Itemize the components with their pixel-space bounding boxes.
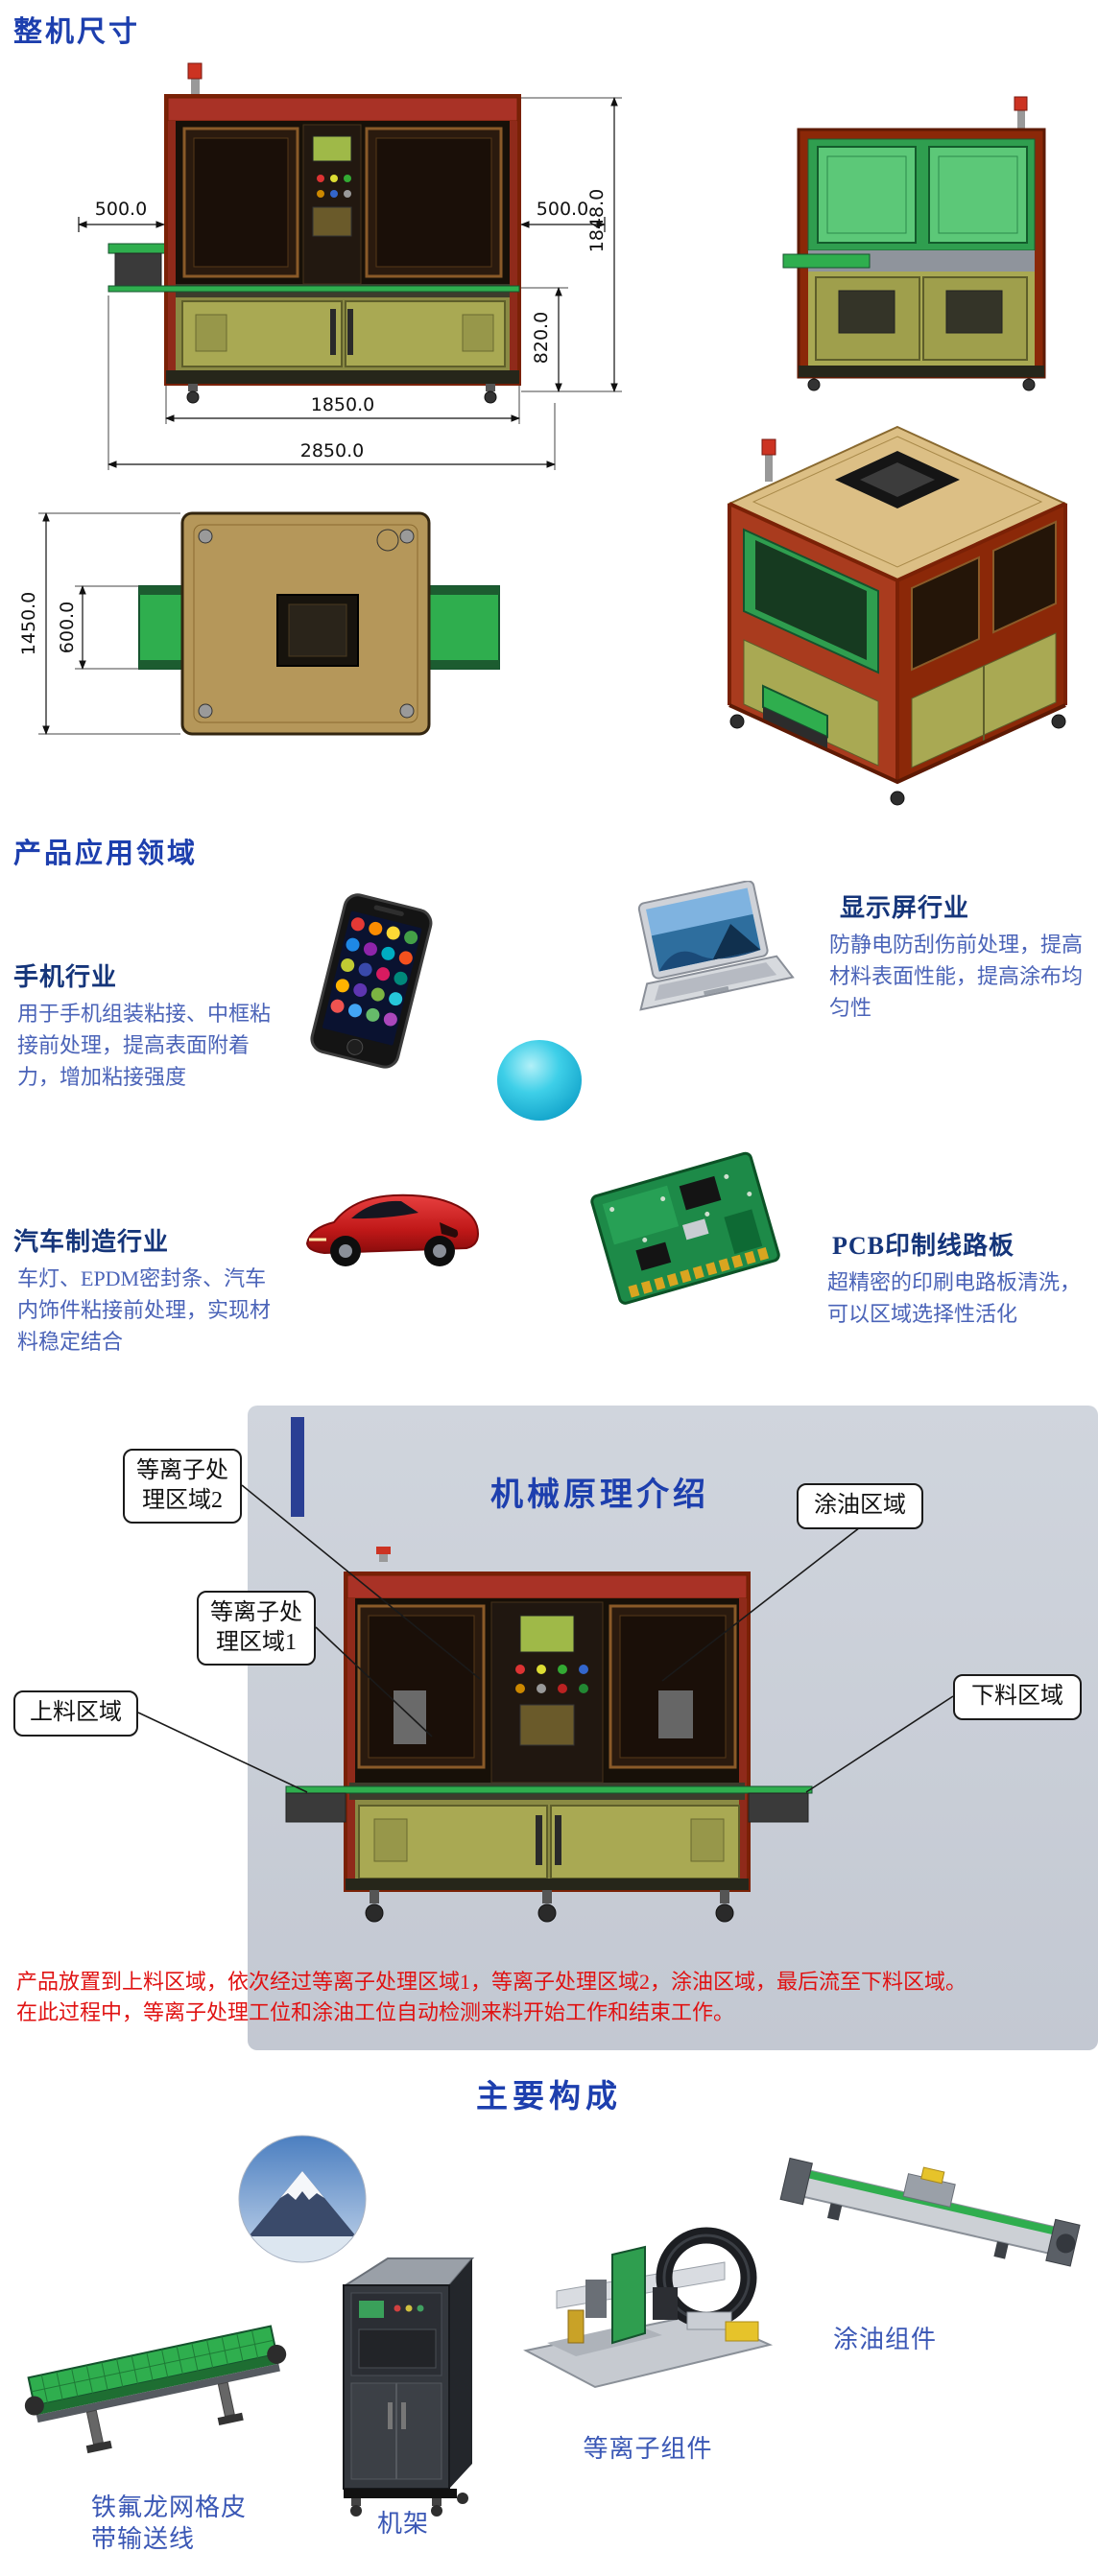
callout-plasma-area-1: 等离子处理区域1: [197, 1591, 316, 1666]
label-machine-frame: 机架: [376, 2510, 429, 2538]
section-title-principle: 机械原理介绍: [490, 1477, 709, 1513]
dim-1848: 1848.0: [586, 189, 608, 252]
isometric-view: [727, 425, 1068, 806]
pcb-image: [590, 1151, 780, 1305]
app-title-auto: 汽车制造行业: [13, 1228, 170, 1256]
dim-2850: 2850.0: [300, 440, 364, 461]
top-dimension-lines: [38, 512, 180, 735]
dim-left-500: 500.0: [95, 199, 147, 220]
flow-description-line2: 在此过程中，等离子处理工位和涂油工位自动检测来料开始工作和结束工作。: [16, 2000, 735, 2024]
dim-1450: 1450.0: [18, 592, 39, 655]
front-view: [107, 62, 521, 404]
laptop-image: [637, 881, 795, 1011]
dim-right-500: 500.0: [537, 199, 588, 220]
machine-dimension-drawings: 500.0 500.0 1848.0 820.0 1850.0 2850.0: [18, 62, 1068, 806]
top-view: [138, 511, 500, 736]
app-desc-mobile: 用于手机组装粘接、中框粘接前处理，提高表面附着力，增加粘接强度: [17, 1002, 272, 1089]
rear-view: [782, 96, 1046, 391]
label-oiler-module: 涂油组件: [832, 2326, 937, 2353]
app-desc-auto: 车灯、EPDM密封条、汽车内饰件粘接前处理，实现材料稳定结合: [17, 1266, 272, 1354]
app-title-pcb: PCB印制线路板: [832, 1232, 1015, 1260]
label-belt-conveyor: 铁氟龙网格皮带输送线: [91, 2493, 248, 2553]
callout-loading-area: 上料区域: [13, 1690, 138, 1737]
smartphone-image: [310, 893, 433, 1069]
flow-description-line1: 产品放置到上料区域，依次经过等离子处理区域1，等离子处理区域2，涂油区域，最后流…: [16, 1970, 967, 1994]
principle-machine-drawing: [285, 1547, 813, 1923]
title-accent-bar: [291, 1417, 304, 1517]
app-desc-display: 防静电防刮伤前处理，提高材料表面性能，提高涂布均匀性: [829, 933, 1084, 1020]
machine-frame-image: [342, 2257, 475, 2517]
section-title-dimensions: 整机尺寸: [13, 16, 140, 48]
car-image: [305, 1193, 480, 1266]
callout-unloading-area: 下料区域: [953, 1674, 1082, 1720]
app-title-display: 显示屏行业: [840, 894, 970, 922]
sphere-image: [497, 1040, 582, 1121]
label-plasma-module: 等离子组件: [583, 2435, 713, 2463]
dim-820: 820.0: [531, 312, 552, 364]
dim-1850: 1850.0: [311, 394, 374, 415]
callout-plasma-area-2: 等离子处理区域2: [123, 1449, 242, 1524]
fuji-photo: [238, 2135, 367, 2263]
app-title-mobile: 手机行业: [13, 963, 118, 991]
section-title-components: 主要构成: [476, 2080, 622, 2115]
app-desc-pcb: 超精密的印刷电路板清洗，可以区域选择性活化: [827, 1270, 1082, 1326]
belt-conveyor-image: [24, 2325, 287, 2454]
oiler-module-image: [779, 2157, 1081, 2267]
dim-600: 600.0: [57, 602, 78, 653]
front-dimension-lines: [78, 97, 622, 470]
callout-oiling-area: 涂油区域: [797, 1483, 923, 1529]
plasma-module-image: [523, 2227, 774, 2389]
section-title-applications: 产品应用领域: [13, 839, 199, 869]
